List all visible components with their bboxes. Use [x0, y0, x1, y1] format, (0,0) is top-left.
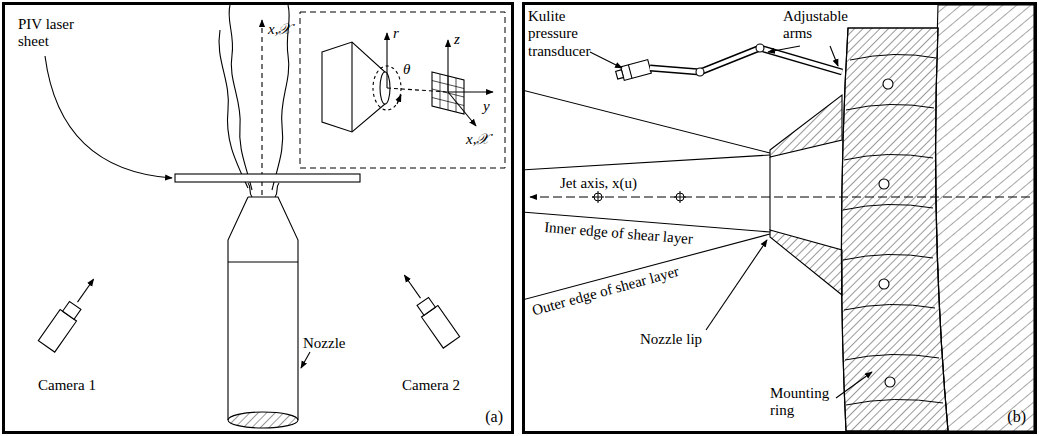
label-anchor: Camera 2: [402, 376, 460, 394]
label-anchor: Adjustable arms: [783, 8, 865, 43]
label-anchor: Nozzle lip: [640, 330, 702, 348]
panel-frame: (a): [2, 2, 514, 434]
part-label: Camera 1: [38, 377, 96, 394]
panel-tag: (a): [485, 408, 503, 426]
label-anchor: r: [393, 24, 399, 42]
panel-b-art: [525, 5, 1034, 431]
axis-label: x,𝒳: [268, 21, 291, 38]
label-anchor: θ: [403, 60, 410, 78]
label-anchor: PIV laser sheet: [18, 16, 90, 51]
label-anchor: Outer edge of shear layer: [530, 262, 681, 320]
label-anchor: Camera 1: [38, 376, 96, 394]
panel-a-art: [38, 5, 505, 428]
label-anchor: Kulite pressure transducer: [528, 8, 618, 60]
axis-label: r: [393, 25, 399, 42]
part-label: Inner edge of shear layer: [544, 219, 694, 248]
label-anchor: x,𝒳: [268, 20, 291, 38]
axis-label: x,𝒳: [466, 131, 489, 148]
part-label: Adjustable arms: [783, 8, 865, 43]
label-anchor: x,𝒳: [466, 130, 489, 148]
label-anchor: Nozzle: [303, 334, 345, 352]
part-label: Kulite pressure transducer: [528, 8, 618, 60]
label-anchor: Mounting ring: [770, 385, 840, 420]
label-anchor: z: [454, 30, 460, 48]
label-anchor: y: [483, 97, 490, 115]
part-label: Outer edge of shear layer: [530, 263, 681, 320]
axis-label: z: [454, 31, 460, 48]
axis-label: θ: [403, 61, 410, 78]
part-label: Jet axis, x(u): [560, 175, 637, 192]
label-anchor: Jet axis, x(u): [560, 174, 637, 192]
part-label: PIV laser sheet: [18, 16, 90, 51]
part-label: Camera 2: [402, 377, 460, 394]
part-label: Nozzle lip: [640, 331, 702, 348]
panel-frame: (b): [522, 2, 1037, 434]
axis-label: y: [483, 98, 490, 115]
part-label: Nozzle: [303, 335, 345, 352]
label-anchor: Inner edge of shear layer: [544, 218, 694, 248]
panel-tag: (b): [1007, 408, 1026, 426]
part-label: Mounting ring: [770, 385, 840, 420]
